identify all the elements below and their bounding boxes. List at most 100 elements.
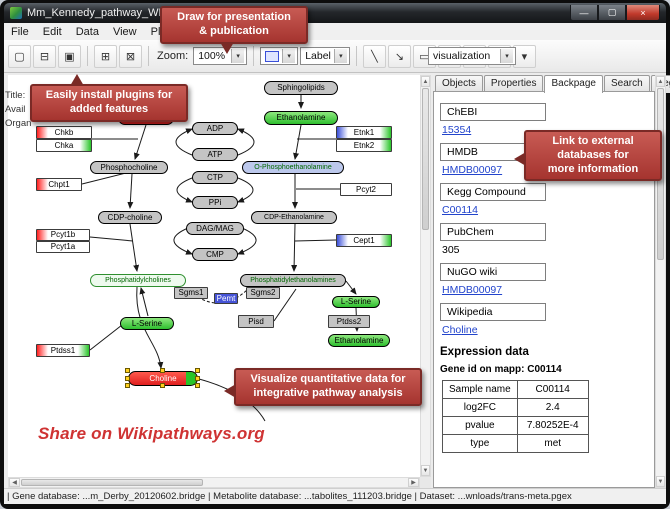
pathway-node-atp[interactable]: ATP — [192, 148, 238, 161]
pathway-edge[interactable] — [89, 236, 134, 242]
pathway-node-sgms1[interactable]: Sgms1 — [174, 287, 208, 299]
pathway-node-adp[interactable]: ADP — [192, 122, 238, 135]
chevron-down-icon[interactable]: ▾ — [282, 49, 296, 63]
template-dropdown[interactable]: ▾ — [512, 44, 536, 68]
selection-handle[interactable] — [125, 375, 130, 381]
pathway-node-cdp-choline[interactable]: CDP-choline — [98, 211, 162, 224]
pathway-edge[interactable] — [89, 324, 123, 351]
menu-data[interactable]: Data — [75, 25, 99, 38]
pathway-node-ctp[interactable]: CTP — [192, 171, 238, 184]
pathway-node-o-phosphoethanolamine[interactable]: O-Phosphoethanolamine — [242, 161, 344, 174]
pathway-edge[interactable] — [291, 223, 298, 272]
chevron-down-icon[interactable]: ▾ — [500, 49, 513, 63]
pathway-node-l-serine[interactable]: L-Serine — [332, 296, 380, 308]
pathway-edge[interactable] — [136, 286, 164, 369]
scroll-down-arrow[interactable]: ▼ — [656, 476, 665, 487]
pathway-edge[interactable] — [129, 223, 140, 272]
selection-handle[interactable] — [195, 383, 200, 388]
pathway-node-pisd[interactable]: Pisd — [238, 315, 274, 328]
menu-view[interactable]: View — [112, 25, 137, 38]
pathway-edge[interactable] — [175, 128, 193, 156]
pathway-edge[interactable] — [133, 124, 147, 160]
minimize-button[interactable]: — — [570, 5, 598, 21]
chevron-down-icon[interactable]: ▾ — [231, 49, 245, 63]
pathway-node-l-serine[interactable]: L-Serine — [120, 317, 174, 330]
pathway-node-ppi[interactable]: PPi — [192, 196, 238, 209]
pathway-edge[interactable] — [173, 227, 193, 255]
pathway-node-pcyt2[interactable]: Pcyt2 — [340, 183, 392, 196]
selection-handle[interactable] — [125, 383, 130, 388]
maximize-button[interactable]: ▢ — [598, 5, 626, 21]
menu-file[interactable]: File — [11, 25, 29, 38]
pathway-node-cept1[interactable]: Cept1 — [336, 234, 392, 247]
pathway-node-ptdss2[interactable]: Ptdss2 — [328, 315, 370, 328]
chevron-down-icon[interactable]: ▾ — [333, 49, 347, 63]
pathway-node-chpt1[interactable]: Chpt1 — [36, 178, 82, 191]
pathway-edge[interactable] — [176, 177, 193, 203]
paste-button[interactable]: ⊠ — [119, 44, 142, 68]
pathway-node-sgms2[interactable]: Sgms2 — [246, 287, 280, 299]
open-button[interactable]: ⊟ — [33, 44, 56, 68]
scroll-up-arrow[interactable]: ▲ — [421, 76, 430, 87]
pathway-node-pcyt1a[interactable]: Pcyt1a — [36, 241, 90, 253]
pathway-node-pcyt1b[interactable]: Pcyt1b — [36, 229, 90, 241]
close-button[interactable]: × — [626, 5, 660, 21]
visualization-combobox[interactable]: visualization ▾ — [428, 47, 516, 65]
tab-properties[interactable]: Properties — [483, 75, 544, 93]
arrow-tool[interactable]: ↘ — [387, 44, 411, 68]
pathway-edge[interactable] — [345, 280, 357, 295]
backpage-link-wikipedia[interactable]: Choline — [442, 324, 478, 336]
pathway-node-chka[interactable]: Chka — [36, 139, 92, 152]
pathway-node-pemt[interactable]: Pemt — [214, 293, 238, 304]
backpage-link-hmdb[interactable]: HMDB00097 — [442, 164, 503, 176]
pathway-node-ptdss1[interactable]: Ptdss1 — [36, 344, 90, 357]
canvas-horizontal-scrollbar[interactable]: ◀ ▶ — [8, 477, 420, 488]
pathway-node-cdp-ethanolamine[interactable]: CDP-Ethanolamine — [251, 211, 337, 224]
pathway-node-sphingolipids[interactable]: Sphingolipids — [264, 81, 338, 95]
scroll-left-arrow[interactable]: ◀ — [9, 478, 20, 487]
pathway-node-ethanolamine[interactable]: Ethanolamine — [264, 111, 338, 125]
pathway-edge[interactable] — [294, 239, 337, 242]
pathway-node-etnk1[interactable]: Etnk1 — [336, 126, 392, 139]
scroll-right-arrow[interactable]: ▶ — [408, 478, 419, 487]
selection-handle[interactable] — [160, 368, 165, 373]
pathway-node-etnk2[interactable]: Etnk2 — [336, 139, 392, 152]
save-button[interactable]: ▣ — [58, 44, 81, 68]
line-tool[interactable]: ╲ — [362, 44, 386, 68]
copy-button[interactable]: ⊞ — [94, 44, 117, 68]
backpage-link-kegg-compound[interactable]: C00114 — [442, 204, 479, 216]
pathway-edge[interactable] — [237, 128, 255, 156]
pathway-edge[interactable] — [293, 124, 302, 160]
scrollbar-thumb[interactable] — [422, 88, 429, 230]
backpage-link-nugo-wiki[interactable]: HMDB00097 — [442, 284, 503, 296]
scroll-down-arrow[interactable]: ▼ — [421, 465, 430, 476]
menu-edit[interactable]: Edit — [42, 25, 62, 38]
tab-search[interactable]: Search — [603, 75, 650, 93]
pathway-node-phosphocholine[interactable]: Phosphocholine — [90, 161, 168, 174]
pathway-node-phosphatidylethanolamines[interactable]: Phosphatidylethanolamines — [240, 274, 346, 287]
pathway-node-phosphatidylcholines[interactable]: Phosphatidylcholines — [90, 274, 186, 287]
new-button[interactable]: ▢ — [8, 44, 31, 68]
pathway-edge[interactable] — [127, 173, 134, 209]
pathway-node-dag-mag[interactable]: DAG/MAG — [186, 222, 244, 235]
pathway-edge[interactable] — [237, 177, 254, 203]
datanode-dropdown[interactable]: ▾ — [260, 47, 299, 65]
pathway-node-cmp[interactable]: CMP — [192, 248, 238, 261]
pathway-edge[interactable] — [273, 288, 297, 322]
pathway-canvas[interactable]: SphingolipidsEthanolamineCholineADPATPCT… — [8, 75, 420, 477]
tab-objects[interactable]: Objects — [435, 75, 483, 93]
scroll-up-arrow[interactable]: ▲ — [656, 76, 665, 87]
label-dropdown[interactable]: Label ▾ — [300, 47, 350, 65]
pathway-node-ethanolamine[interactable]: Ethanolamine — [328, 334, 390, 347]
scrollbar-thumb[interactable] — [21, 479, 203, 486]
selection-handle[interactable] — [125, 368, 130, 373]
selection-handle[interactable] — [195, 375, 200, 381]
canvas-vertical-scrollbar[interactable]: ▲ ▼ — [420, 75, 431, 477]
pathway-edge[interactable] — [237, 227, 257, 255]
selection-handle[interactable] — [160, 383, 165, 388]
backpage-link-chebi[interactable]: 15354 — [442, 124, 472, 136]
selection-handle[interactable] — [195, 368, 200, 373]
tab-backpage[interactable]: Backpage — [544, 75, 603, 93]
pathway-edge[interactable] — [139, 287, 149, 317]
pathway-node-chkb[interactable]: Chkb — [36, 126, 92, 139]
